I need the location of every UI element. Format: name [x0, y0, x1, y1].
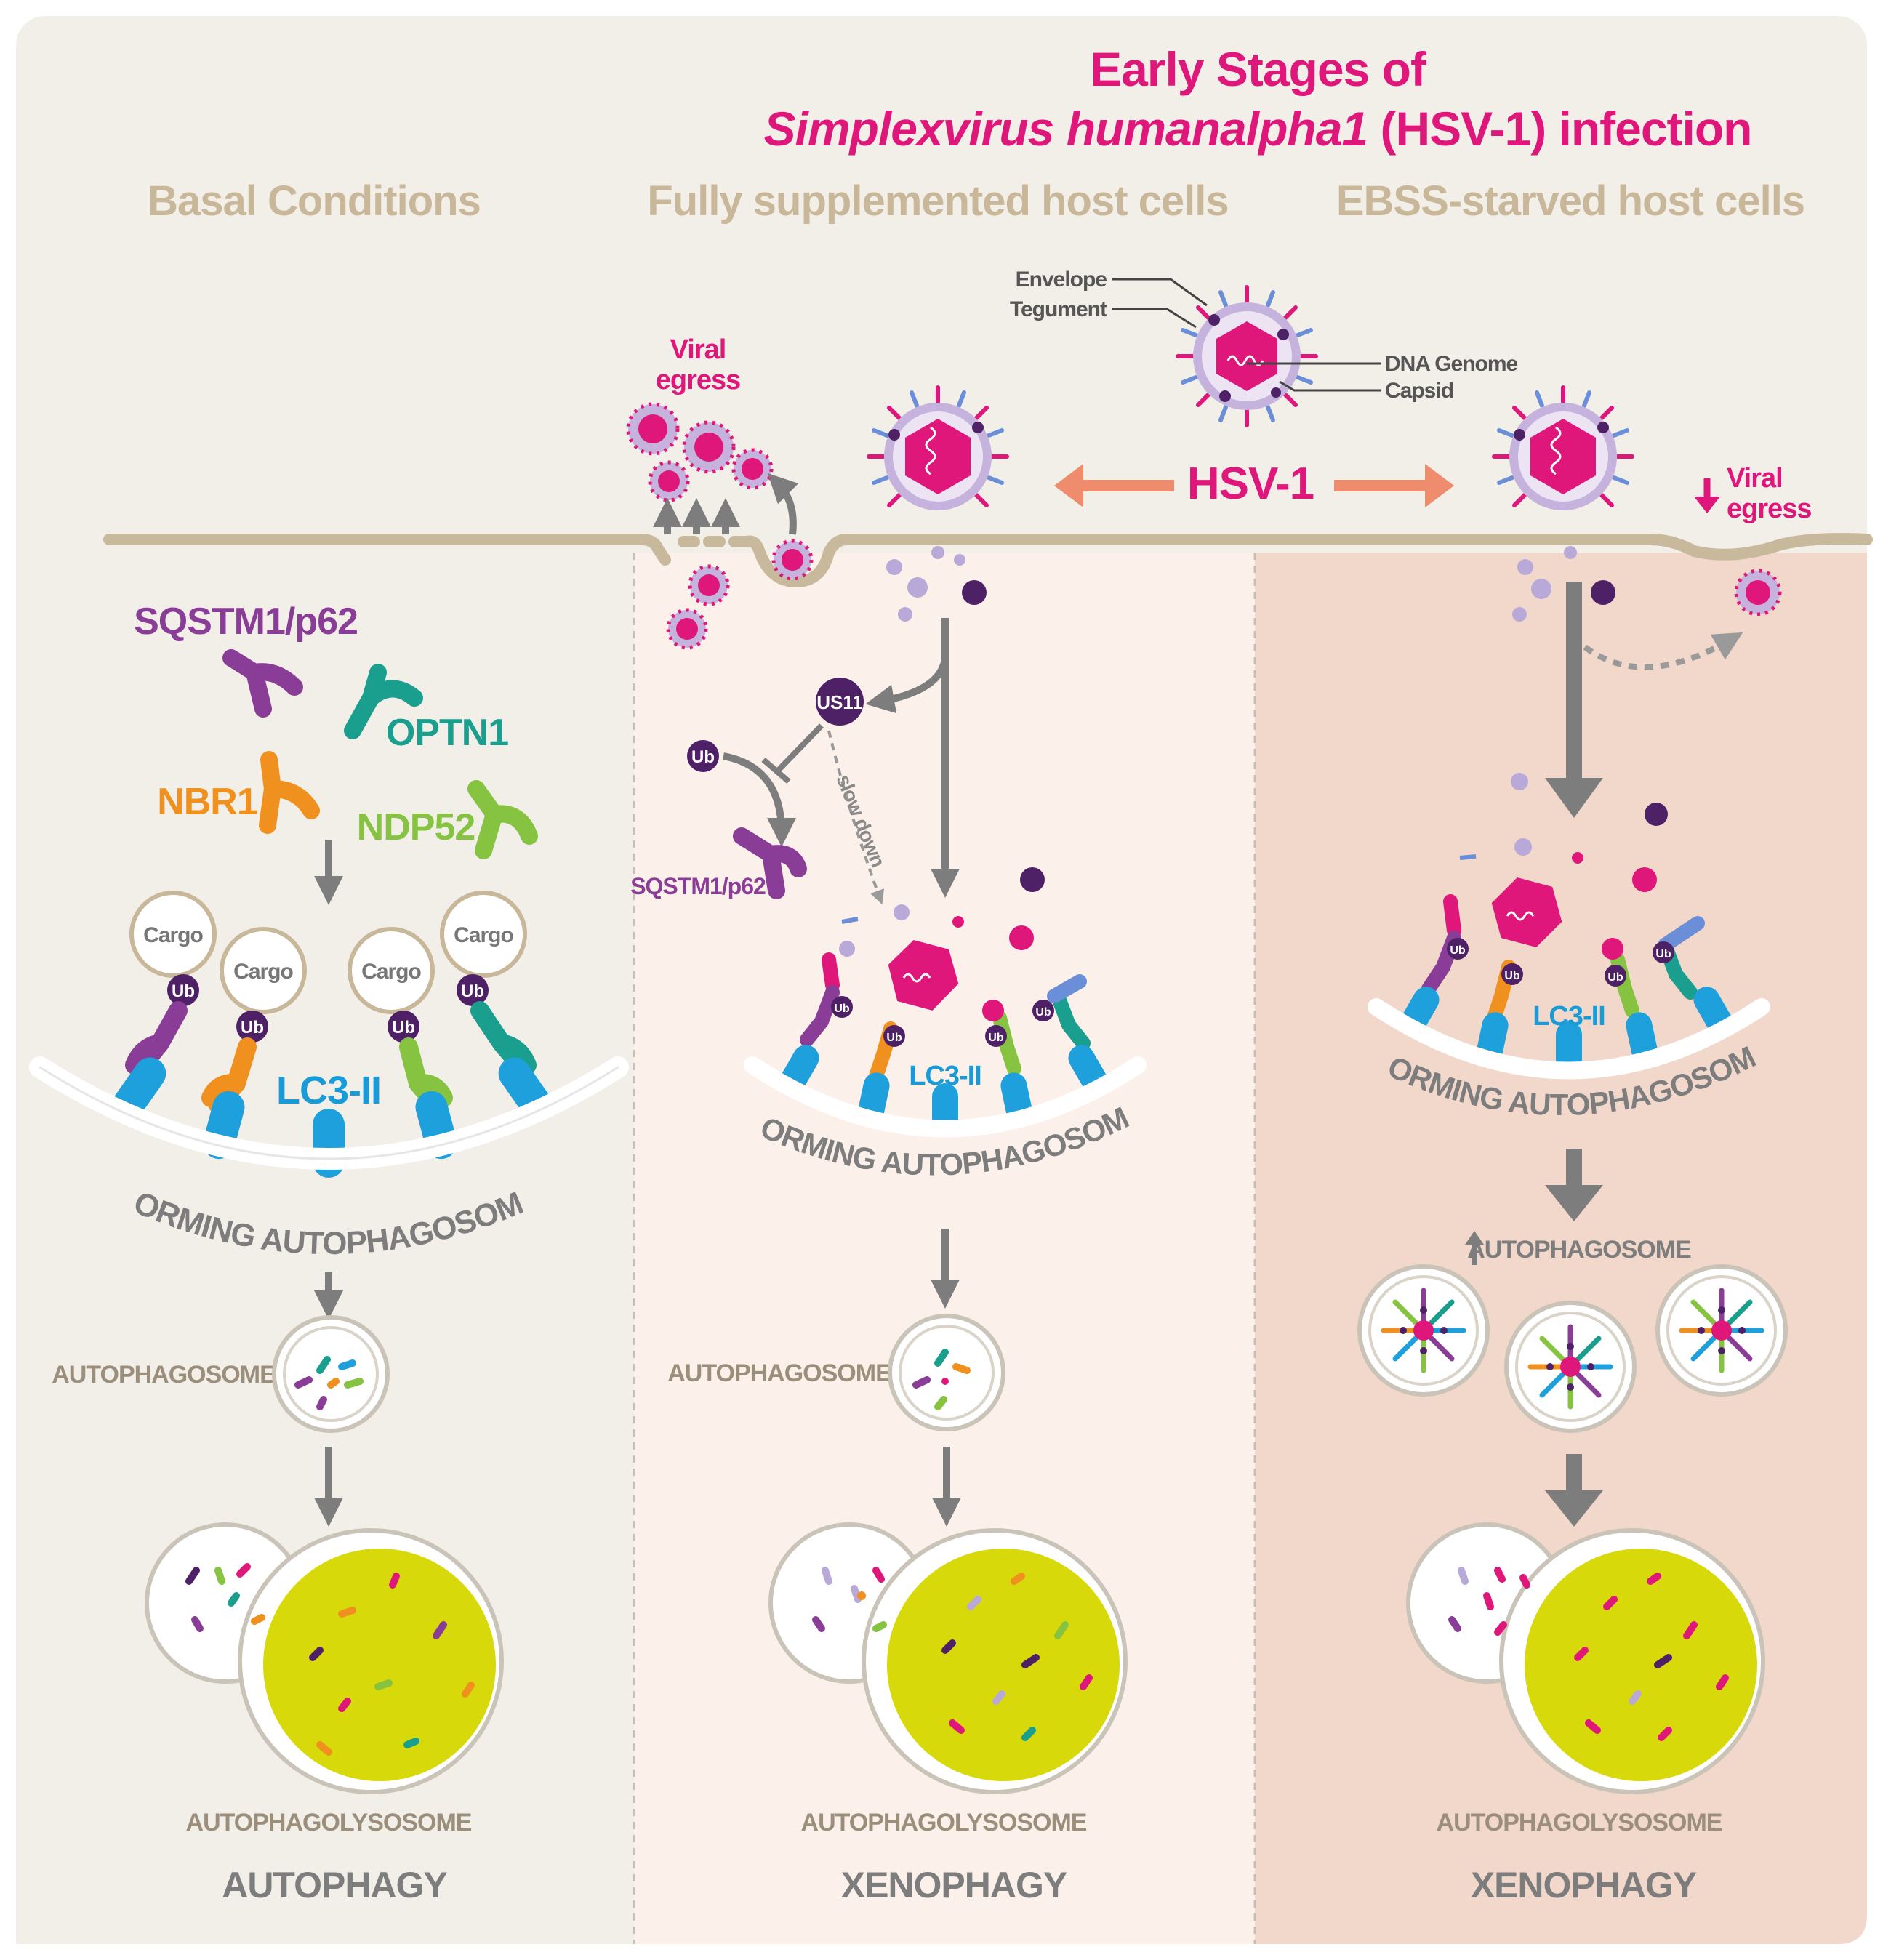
reduced-egress: Viral egress [1583, 463, 1812, 670]
label-optn1: OPTN1 [386, 712, 508, 754]
virion-entering-starved [1492, 385, 1634, 510]
viral-egress-right-word1: Viral [1727, 463, 1783, 494]
virion-diagram [1176, 285, 1318, 427]
egressing-virions [626, 402, 1782, 650]
svg-text:LC3-II: LC3-II [909, 1061, 981, 1091]
ub-tags: Ub Ub Ub Ub [167, 974, 489, 1043]
svg-text:Cargo: Cargo [361, 960, 421, 984]
autophagosome-starved-1 [1357, 1264, 1490, 1397]
label-nbr1: NBR1 [157, 781, 257, 823]
plasma-membrane [103, 533, 1873, 588]
svg-text:Cargo: Cargo [233, 960, 293, 984]
autophagolysosome-label-basal: AUTOPHAGOLYSOSOME [186, 1809, 472, 1836]
svg-text:Ub: Ub [1655, 948, 1671, 960]
svg-text:Ub: Ub [461, 981, 484, 1001]
svg-text:Ub: Ub [241, 1018, 264, 1037]
heading-supplemented: Fully supplemented host cells [647, 177, 1228, 225]
increased-autophagosome-label: AUTOPHAGOSOME [1465, 1231, 1692, 1265]
basal-receptors: SQSTM1/p62 OPTN1 NBR1 NDP52 [134, 601, 538, 905]
autophagolysosome-starved [1406, 1522, 1765, 1794]
ub-free [687, 740, 719, 772]
phagophore-membrane-basal [29, 1056, 629, 1170]
label-envelope: Envelope [1016, 268, 1107, 292]
svg-text:Ub: Ub [1450, 944, 1466, 957]
svg-text:Ub: Ub [988, 1032, 1004, 1044]
us11-label: US11 [816, 691, 863, 713]
svg-text:AUTOPHAGOSOME: AUTOPHAGOSOME [1467, 1236, 1691, 1264]
svg-text:Ub: Ub [1035, 1006, 1051, 1019]
cargo-3: Cargo [348, 927, 435, 1014]
virion-capsid [1216, 321, 1277, 391]
sqstm1-small-label: SQSTM1/p62 [630, 873, 766, 899]
autophagosome-basal [272, 1315, 390, 1433]
sqstm1-small-receptor-icon [733, 827, 807, 899]
label-ndp52: NDP52 [357, 806, 475, 848]
label-dna-genome: DNA Genome [1385, 352, 1518, 376]
title-species: Simplexvirus humanalpha1 [764, 102, 1368, 156]
nbr1-receptor-icon [259, 751, 320, 834]
viral-egress-word1: Viral [670, 334, 726, 365]
sqstm1-receptor-icon [222, 649, 303, 718]
starved-autophagosomes [1357, 1264, 1788, 1433]
egress-arrows [653, 473, 799, 535]
svg-text:Ub: Ub [172, 981, 195, 1001]
arrow-starved-1 [1545, 1149, 1603, 1221]
svg-text:Cargo: Cargo [454, 923, 513, 947]
svg-text:Cargo: Cargo [143, 923, 203, 947]
basal-cargo-complex: Cargo Cargo Cargo Cargo Ub Ub Ub Ub [113, 891, 552, 1178]
svg-text:Ub: Ub [392, 1018, 415, 1037]
us11-protein [816, 678, 864, 726]
svg-text:Ub: Ub [691, 747, 715, 767]
title-line2: Simplexvirus humanalpha1 (HSV-1) infecti… [764, 102, 1752, 156]
title-line2-rest: (HSV-1) infection [1368, 102, 1751, 156]
svg-text:Ub: Ub [886, 1032, 902, 1044]
virion-labels: Envelope Tegument DNA Genome Capsid [1010, 268, 1519, 403]
autophagosome-starved-3 [1655, 1264, 1788, 1397]
virion-spikes [1176, 285, 1318, 427]
autophagolysosome-supplemented [768, 1522, 1128, 1794]
autophagosome-starved-2 [1504, 1301, 1637, 1433]
title-line1: Early Stages of [1090, 42, 1427, 96]
footer-supplemented: XENOPHAGY [841, 1865, 1067, 1905]
virion-entering-supplemented [867, 385, 1009, 510]
heading-basal: Basal Conditions [148, 177, 481, 225]
svg-text:Ub: Ub [1504, 970, 1520, 982]
svg-text:Ub: Ub [834, 1003, 850, 1015]
svg-text:LC3-II: LC3-II [1533, 1001, 1605, 1032]
starved-pathway [1459, 582, 1668, 892]
cargo-4: Cargo [440, 891, 527, 978]
autophagolysosome-basal [145, 1522, 504, 1794]
autophagosome-label-basal: AUTOPHAGOSOME [52, 1361, 276, 1389]
arrow-starved-2 [1545, 1454, 1603, 1527]
autophagolysosome-label-starved: AUTOPHAGOLYSOSOME [1437, 1809, 1722, 1836]
label-tegument: Tegument [1010, 297, 1107, 321]
viral-egress-word2: egress [656, 365, 741, 395]
optn1-receptor-icon [344, 664, 423, 739]
released-particles [886, 546, 1615, 622]
viral-egress-right-word2: egress [1727, 494, 1812, 524]
autophagosome-supplemented [888, 1314, 1005, 1431]
hsv1-label: HSV-1 [1187, 459, 1314, 509]
lc3-label-basal: LC3-II [276, 1069, 381, 1112]
autophagosome-label-supplemented: AUTOPHAGOSOME [667, 1359, 891, 1387]
cargo-2: Cargo [220, 927, 307, 1014]
label-capsid: Capsid [1385, 379, 1453, 403]
footer-basal: AUTOPHAGY [222, 1865, 447, 1905]
label-sqstm1: SQSTM1/p62 [134, 601, 358, 643]
autophagolysosome-label-supplemented: AUTOPHAGOLYSOSOME [801, 1809, 1087, 1836]
hsv1-arrows [1054, 464, 1454, 507]
ndp52-receptor-icon [467, 780, 538, 859]
svg-text:Ub: Ub [1607, 971, 1623, 984]
heading-starved: EBSS-starved host cells [1336, 177, 1804, 225]
footer-starved: XENOPHAGY [1471, 1865, 1697, 1905]
cargo-1: Cargo [129, 891, 217, 978]
